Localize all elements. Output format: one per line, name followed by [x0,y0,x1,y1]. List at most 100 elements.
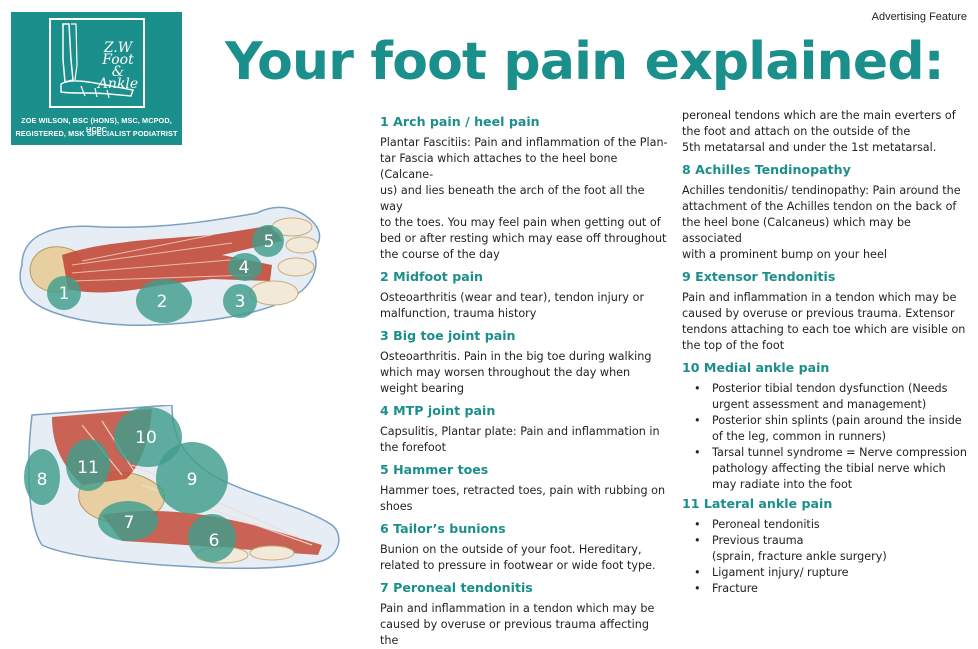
bullet-line: urgent assessment and management) [712,398,927,411]
section-body-line: related to pressure in footwear or wide … [380,559,656,572]
bullet-item: Previous trauma (sprain, fracture ankle s… [682,533,967,565]
section-10-bullets: Posterior tibial tendon dysfunction (Nee… [682,381,967,493]
logo-panel: Z.W Foot & Ankle ZOE WILSON, BSC (HONS),… [11,12,182,145]
section-body-line: tar Fascia which attaches to the heel bo… [380,152,618,181]
section-10-title: 10 Medial ankle pain [682,360,830,375]
section-body-line: Hammer toes, retracted toes, pain with r… [380,484,666,497]
marker-5 [252,225,284,257]
text-column-2: peroneal tendons which are the main ever… [682,108,967,599]
section-body-line: to the toes. You may feel pain when gett… [380,216,661,229]
section-body-line: Pain and inflammation in a tendon which … [380,602,655,615]
section-body: Osteoarthritis. Pain in the big toe duri… [380,349,670,397]
credentials-line-1: ZOE WILSON, BSC (HONS), MSC, MCPOD, HCPC [21,116,172,134]
section-body-line: caused by overuse or previous trauma aff… [380,618,649,647]
intro-line: 5th metatarsal and under the 1st metatar… [682,141,937,154]
bullet-line: Posterior tibial tendon dysfunction (Nee… [712,382,948,395]
section-11: 11 Lateral ankle pain Peroneal tendoniti… [682,495,967,597]
marker-10-label: 10 [135,428,157,448]
foot-side-view-illustration: 6 7 8 9 10 11 [24,405,340,570]
marker-11-label: 11 [77,458,99,478]
marker-8 [24,449,60,505]
marker-1 [47,276,81,310]
bullet-line: Previous trauma [712,534,804,547]
section-body: Achilles tendonitis/ tendinopathy: Pain … [682,183,967,263]
section-body-line: the course of the day [380,248,500,261]
marker-4-label: 4 [239,258,250,278]
marker-1-label: 1 [59,284,70,304]
marker-2-label: 2 [157,292,168,312]
section-title: 5 Hammer toes [380,462,489,477]
section-body-line: the forefoot [380,441,446,454]
section-body-line: weight bearing [380,382,465,395]
bullet-line: (sprain, fracture ankle surgery) [712,550,887,563]
bullet-line: Peroneal tendonitis [712,518,820,531]
section-body-line: the top of the foot [682,339,785,352]
bullet-line: pathology affecting the tibial nerve whi… [712,462,946,475]
section-body: Pain and inflammation in a tendon which … [380,601,670,649]
section-body-line: malfunction, trauma history [380,307,537,320]
peroneal-continued-text: peroneal tendons which are the main ever… [682,108,967,156]
intro-line: peroneal tendons which are the main ever… [682,109,956,122]
marker-4 [228,253,262,281]
section-body-line: Achilles tendonitis/ tendinopathy: Pain … [682,184,961,197]
section-body-line: Pain and inflammation in a tendon which … [682,291,957,304]
section-10: 10 Medial ankle pain Posterior tibial te… [682,359,967,493]
section-title: 3 Big toe joint pain [380,328,516,343]
section-body-line: which may worsen throughout the day when [380,366,631,379]
bullet-item: Ligament injury/ rupture [682,565,967,581]
intro-line: the foot and attach on the outside of th… [682,125,911,138]
section-body-line: attachment of the Achilles tendon on the… [682,200,957,213]
marker-5-label: 5 [264,232,275,252]
marker-6 [188,514,236,562]
bullet-item: Posterior tibial tendon dysfunction (Nee… [682,381,967,413]
logo-wordmark: Z.W Foot & Ankle [97,40,139,92]
bullet-item: Peroneal tendonitis [682,517,967,533]
marker-3-label: 3 [235,292,246,312]
section-body-line: us) and lies beneath the arch of the foo… [380,184,645,213]
bullet-line: Posterior shin splints (pain around the … [712,414,962,427]
section-body: Hammer toes, retracted toes, pain with r… [380,483,670,515]
bullet-line: of the leg, common in runners) [712,430,887,443]
bullet-item: Posterior shin splints (pain around the … [682,413,967,445]
marker-7 [98,501,158,541]
logo-frame: Z.W Foot & Ankle [49,18,145,108]
section-body: Bunion on the outside of your foot. Here… [380,542,670,574]
section-title: 9 Extensor Tendonitis [682,269,836,284]
section-11-title: 11 Lateral ankle pain [682,496,833,511]
marker-6-label: 6 [209,531,220,551]
section-title: 8 Achilles Tendinopathy [682,162,851,177]
marker-10 [114,407,182,467]
page-title: Your foot pain explained: [225,32,945,92]
section-body-line: the heel bone (Calcaneus) which may be a… [682,216,911,245]
bullet-line: may radiate into the foot [712,478,853,491]
section-title: 7 Peroneal tendonitis [380,580,533,595]
bullet-line: Fracture [712,582,758,595]
section-body-line: Bunion on the outside of your foot. Here… [380,543,642,556]
marker-3 [223,284,257,318]
section-body-line: Osteoarthritis. Pain in the big toe duri… [380,350,652,363]
bullet-item: Fracture [682,581,967,597]
foot-bones-logo-icon [60,23,134,99]
section-body-line: caused by overuse or previous trauma. Ex… [682,307,955,320]
section-title: 2 Midfoot pain [380,269,483,284]
bullet-item: Tarsal tunnel syndrome = Nerve compressi… [682,445,967,493]
section-body: Pain and inflammation in a tendon which … [682,290,967,354]
advertising-feature-label: Advertising Feature [871,11,967,23]
section-body-line: Osteoarthritis (wear and tear), tendon i… [380,291,645,304]
foot-top-view-illustration: 1 2 3 4 5 [19,206,321,327]
section-body: Capsulitis, Plantar plate: Pain and infl… [380,424,670,456]
section-body: Osteoarthritis (wear and tear), tendon i… [380,290,670,322]
section-11-bullets: Peroneal tendonitisPrevious trauma (sprai… [682,517,967,597]
section-body-line: with a prominent bump on your heel [682,248,887,261]
marker-7-label: 7 [124,513,135,533]
section-body-line: Plantar Fascitiis: Pain and inflammation… [380,136,668,149]
